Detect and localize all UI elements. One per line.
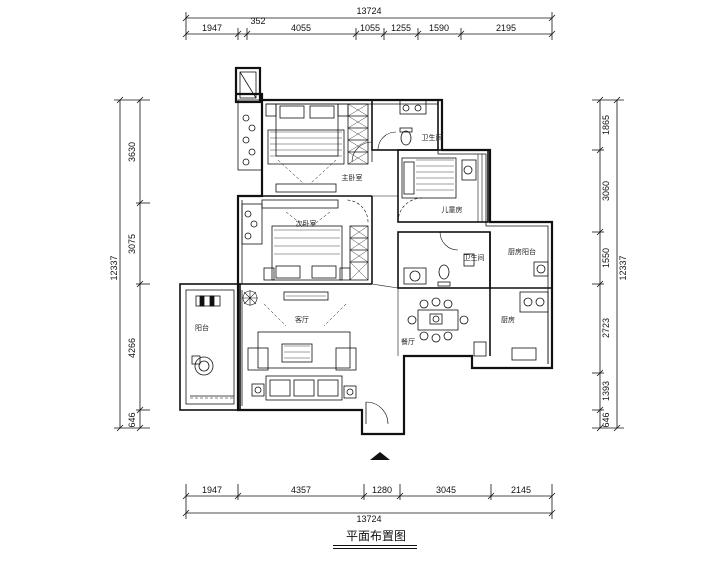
kitchen-label: 厨房 [501, 315, 515, 324]
left-total-dimension: 12337 [109, 255, 119, 280]
bathroom-top-label: 卫生间 [422, 133, 443, 142]
right-dimension-4: 2723 [601, 318, 611, 338]
top-dimension-1: 1947 [202, 23, 222, 33]
bottom-total-dimension: 13724 [356, 514, 381, 524]
bathroom-middle-label: 卫生间 [464, 253, 485, 262]
second-bedroom-label: 次卧室 [296, 219, 317, 228]
master-bedroom-label: 主卧室 [342, 173, 363, 182]
dining-table-set [407, 297, 469, 343]
top-dimension-6: 1590 [429, 23, 449, 33]
left-dimension-1: 3630 [127, 142, 137, 162]
top-dimension-3: 4055 [291, 23, 311, 33]
balcony-furniture [191, 295, 221, 376]
kitchen-balcony-label: 厨房阳台 [508, 247, 536, 256]
right-dimension-6: 646 [601, 412, 611, 427]
second-bedroom [238, 196, 373, 285]
right-dimension-2: 3060 [601, 181, 611, 201]
top-dimension-7: 2195 [496, 23, 516, 33]
left-dimension-3: 4266 [127, 338, 137, 358]
entrance-door [365, 401, 389, 425]
balcony-label: 阳台 [195, 323, 209, 332]
hallway-lines [371, 195, 399, 356]
balcony [179, 283, 241, 411]
bottom-dimension-line [182, 484, 556, 519]
top-dimension-line [182, 12, 556, 40]
right-dimension-3: 1550 [601, 248, 611, 268]
bottom-dimension-1: 1947 [202, 485, 222, 495]
living-room-furniture [242, 290, 357, 401]
bottom-dimension-3: 1280 [372, 485, 392, 495]
title-underline-thin [333, 548, 417, 549]
right-total-dimension: 12337 [618, 255, 628, 280]
dining-label: 餐厅 [401, 337, 415, 346]
right-dimension-5: 1393 [601, 381, 611, 401]
left-dimension-4: 646 [127, 412, 137, 427]
bottom-dimension-2: 4357 [291, 485, 311, 495]
bathroom-top [371, 99, 439, 151]
children-room-label: 儿童房 [442, 205, 463, 214]
top-dimension-2: 352 [250, 16, 265, 26]
left-dimension-2: 3075 [127, 234, 137, 254]
top-dimension-5: 1255 [391, 23, 411, 33]
entrance-arrow-icon [370, 452, 390, 460]
top-dimension-4: 1055 [360, 23, 380, 33]
exterior-walls [234, 66, 554, 436]
title-underline-thick [333, 545, 417, 546]
kitchen [473, 232, 552, 364]
bottom-dimension-5: 2145 [511, 485, 531, 495]
top-total-dimension: 13724 [356, 6, 381, 16]
master-wardrobe [237, 71, 263, 171]
right-dimension-line [592, 96, 624, 432]
living-room-label: 客厅 [295, 315, 309, 324]
master-bedroom [262, 103, 373, 197]
drawing-title: 平面布置图 [345, 529, 406, 543]
bottom-dimension-4: 3045 [436, 485, 456, 495]
right-dimension-1: 1865 [601, 115, 611, 135]
left-dimension-line [114, 96, 150, 432]
children-room [397, 149, 489, 223]
